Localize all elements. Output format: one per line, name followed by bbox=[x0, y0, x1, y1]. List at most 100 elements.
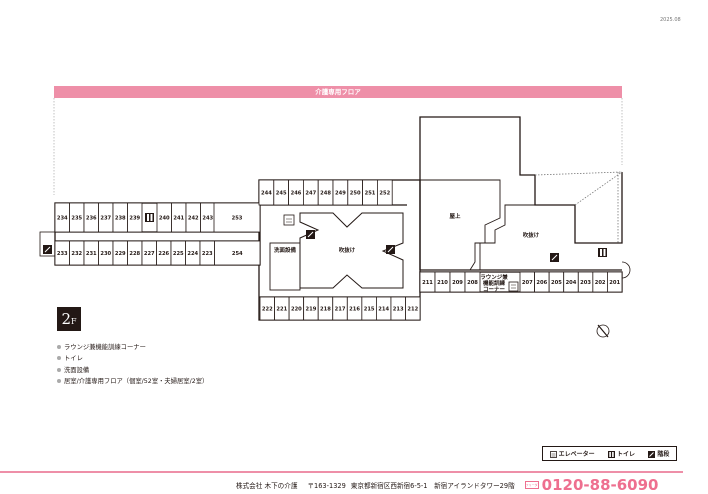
key-toilet: トイレ bbox=[607, 449, 635, 458]
lounge-label: 機能訓練 bbox=[483, 279, 506, 287]
room-212 bbox=[405, 296, 421, 321]
room-number: 208 bbox=[467, 280, 478, 286]
stairs-icon bbox=[386, 245, 395, 254]
room-number: 210 bbox=[437, 280, 448, 286]
room-number: 234 bbox=[57, 216, 68, 222]
room-number: 249 bbox=[335, 191, 346, 197]
key-elevator-label: エレベーター bbox=[558, 451, 595, 458]
room-252 bbox=[376, 179, 393, 206]
room-number: 237 bbox=[100, 216, 111, 222]
room-number: 238 bbox=[115, 216, 126, 222]
footer-rule bbox=[0, 471, 683, 473]
facility-label: ラウンジ兼機能訓練コーナー bbox=[64, 344, 146, 351]
room-208 bbox=[464, 271, 481, 293]
toilet-icon bbox=[598, 248, 607, 257]
key-toilet-label: トイレ bbox=[616, 451, 635, 458]
room-number: 235 bbox=[71, 216, 82, 222]
postal-code: 〒163-1329 bbox=[307, 482, 346, 490]
room-number: 248 bbox=[320, 191, 331, 197]
room-201 bbox=[607, 271, 623, 293]
floor-suffix: F bbox=[70, 317, 77, 326]
elevator-icon bbox=[283, 214, 295, 226]
stairs-icon bbox=[648, 451, 656, 458]
room-number: 214 bbox=[378, 307, 389, 313]
room-number: 202 bbox=[595, 280, 606, 286]
stairs-icon bbox=[550, 253, 559, 262]
atrium-label: 吹抜け bbox=[339, 246, 356, 254]
east-building-outline bbox=[419, 116, 623, 270]
floor-badge: 2F bbox=[57, 307, 81, 331]
room-253 bbox=[213, 202, 261, 233]
key-elevator: エレベーター bbox=[549, 449, 595, 458]
room-number: 216 bbox=[349, 307, 360, 313]
room-number: 224 bbox=[187, 251, 198, 257]
facility-item: ラウンジ兼機能訓練コーナー bbox=[57, 342, 208, 353]
room-number: 233 bbox=[57, 251, 68, 257]
room-number: 253 bbox=[232, 216, 243, 222]
freedial-badge: フリーダイヤル bbox=[524, 481, 539, 489]
room-number: 244 bbox=[261, 191, 272, 197]
room-number: 225 bbox=[173, 251, 184, 257]
room-number: 203 bbox=[580, 280, 591, 286]
room-number: 239 bbox=[129, 216, 140, 222]
room-number: 218 bbox=[320, 307, 331, 313]
room-number: 227 bbox=[144, 251, 155, 257]
room-number: 209 bbox=[452, 280, 463, 286]
company-name: 株式会社 木下の介護 bbox=[236, 482, 298, 490]
room-number: 250 bbox=[350, 191, 361, 197]
address: 東京都新宿区西新宿6-5-1 新宿アイランドタワー29階 bbox=[350, 482, 515, 490]
key-stairs-label: 階段 bbox=[657, 451, 670, 458]
room-number: 226 bbox=[158, 251, 169, 257]
room-number: 220 bbox=[291, 307, 302, 313]
floor-number: 2 bbox=[61, 310, 71, 328]
room-number: 230 bbox=[100, 251, 111, 257]
room-number: 205 bbox=[551, 280, 562, 286]
room-number: 231 bbox=[86, 251, 97, 257]
room-number: 232 bbox=[71, 251, 82, 257]
room-254 bbox=[214, 240, 261, 266]
lounge-label: ラウンジ兼 bbox=[480, 273, 508, 281]
room-number: 222 bbox=[262, 307, 273, 313]
stairs-icon bbox=[43, 245, 52, 254]
room-number: 215 bbox=[364, 307, 375, 313]
phone-number[interactable]: 0120-88-6090 bbox=[541, 476, 659, 494]
issue-date: 2025.08 bbox=[660, 17, 681, 23]
room-number: 229 bbox=[115, 251, 126, 257]
lounge-label: コーナー bbox=[483, 286, 506, 293]
compass-icon bbox=[596, 324, 610, 338]
footer: 株式会社 木下の介護 〒163-1329 東京都新宿区西新宿6-5-1 新宿アイ… bbox=[236, 476, 659, 494]
room-number: 211 bbox=[422, 280, 433, 286]
room-number: 246 bbox=[291, 191, 302, 197]
room-number: 242 bbox=[188, 216, 199, 222]
facility-list: ラウンジ兼機能訓練コーナー トイレ 洗面設備 居室/介護専用フロア（個室/52室… bbox=[57, 342, 208, 388]
key-stairs: 階段 bbox=[648, 449, 669, 458]
facility-label: トイレ bbox=[64, 355, 83, 363]
room-number: 240 bbox=[159, 216, 170, 222]
room-239 bbox=[127, 202, 143, 233]
toilet-icon bbox=[145, 213, 154, 222]
washroom-label: 洗面設備 bbox=[274, 246, 297, 254]
room-number: 247 bbox=[305, 191, 316, 197]
facility-item: 洗面設備 bbox=[57, 365, 208, 376]
room-number: 221 bbox=[276, 307, 287, 313]
room-number: 223 bbox=[202, 251, 213, 257]
toilet-icon bbox=[607, 451, 615, 458]
room-number: 204 bbox=[566, 280, 577, 286]
floor-band: 介護専用フロア bbox=[54, 86, 622, 98]
facility-label: 洗面設備 bbox=[64, 366, 90, 374]
room-number: 241 bbox=[173, 216, 184, 222]
facility-label: 居室/介護専用フロア（個室/52室・夫婦居室/2室） bbox=[64, 378, 209, 386]
room-number: 212 bbox=[407, 307, 418, 313]
room-number: 217 bbox=[335, 307, 346, 313]
elevator-icon bbox=[508, 281, 519, 292]
rooftop-label: 屋上 bbox=[449, 212, 461, 220]
icon-key: エレベーター トイレ 階段 bbox=[542, 446, 677, 461]
washroom-outline bbox=[269, 242, 301, 291]
room-number: 245 bbox=[276, 191, 287, 197]
room-number: 251 bbox=[365, 191, 376, 197]
room-number: 219 bbox=[306, 307, 317, 313]
facility-item: 居室/介護専用フロア（個室/52室・夫婦居室/2室） bbox=[57, 376, 208, 387]
room-number: 207 bbox=[522, 280, 533, 286]
room-number: 228 bbox=[129, 251, 140, 257]
